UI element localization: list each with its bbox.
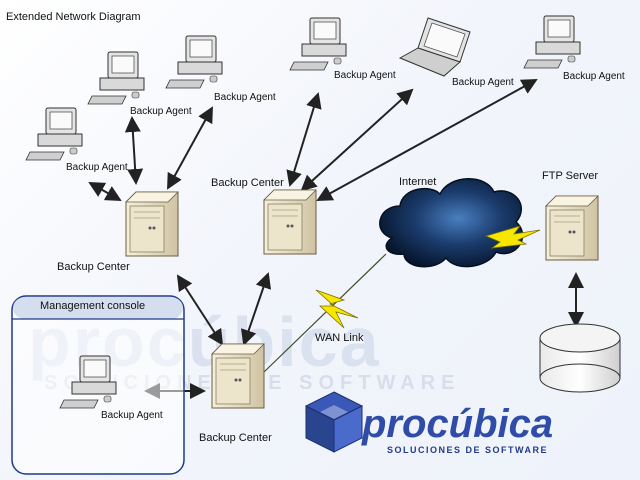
- storage-database-icon: [539, 323, 621, 393]
- diagram-title: Extended Network Diagram: [6, 11, 141, 23]
- brand-logo-icon: [304, 391, 364, 453]
- arrow-agent4-center: [286, 92, 322, 187]
- management-console-header: [13, 297, 183, 319]
- ftp-lightning-icon: [484, 225, 541, 249]
- label-agent-6: Backup Agent: [563, 71, 625, 82]
- wan-line: [263, 253, 387, 373]
- arrow-center-mid-bottom: [240, 272, 272, 346]
- label-center-mid: Backup Center: [211, 177, 284, 189]
- brand-tagline: SOLUCIONES DE SOFTWARE: [387, 445, 549, 455]
- arrow-agent6-center: [316, 79, 538, 201]
- arrow-agent1-center: [88, 182, 122, 201]
- computer-icon-agent-6: [523, 15, 581, 69]
- label-agent-1: Backup Agent: [66, 162, 128, 173]
- label-agent-4: Backup Agent: [334, 70, 396, 81]
- label-internet: Internet: [399, 176, 437, 188]
- arrow-agent3-center: [167, 106, 213, 190]
- label-ftp-server: FTP Server: [542, 170, 599, 182]
- computer-icon-agent-1: [25, 107, 83, 161]
- label-agent-2: Backup Agent: [130, 106, 192, 117]
- label-wan-link: WAN Link: [315, 332, 364, 344]
- computer-icon-agent-3: [165, 35, 223, 89]
- label-agent-5: Backup Agent: [452, 77, 514, 88]
- internet-cloud-icon: [379, 178, 524, 268]
- laptop-icon: [398, 17, 471, 77]
- arrow-laptop-center: [300, 88, 414, 192]
- arrow-center-left-bottom: [176, 274, 224, 346]
- wan-lightning-icon: [315, 289, 359, 329]
- label-agent-3: Backup Agent: [214, 92, 276, 103]
- label-center-bottom: Backup Center: [199, 432, 272, 444]
- server-icon-ftp: [545, 195, 599, 261]
- computer-icon-agent-2: [87, 51, 145, 105]
- server-icon-center-bottom: [211, 343, 265, 409]
- brand-name: procúbica: [362, 402, 554, 446]
- server-icon-center-left: [125, 191, 179, 257]
- management-console-title: Management console: [40, 300, 146, 312]
- label-agent-mgmt: Backup Agent: [101, 410, 163, 421]
- arrow-agent2-center: [124, 116, 144, 185]
- computer-icon-agent-4: [289, 17, 347, 71]
- label-center-left: Backup Center: [57, 261, 130, 273]
- server-icon-center-mid: [263, 189, 317, 255]
